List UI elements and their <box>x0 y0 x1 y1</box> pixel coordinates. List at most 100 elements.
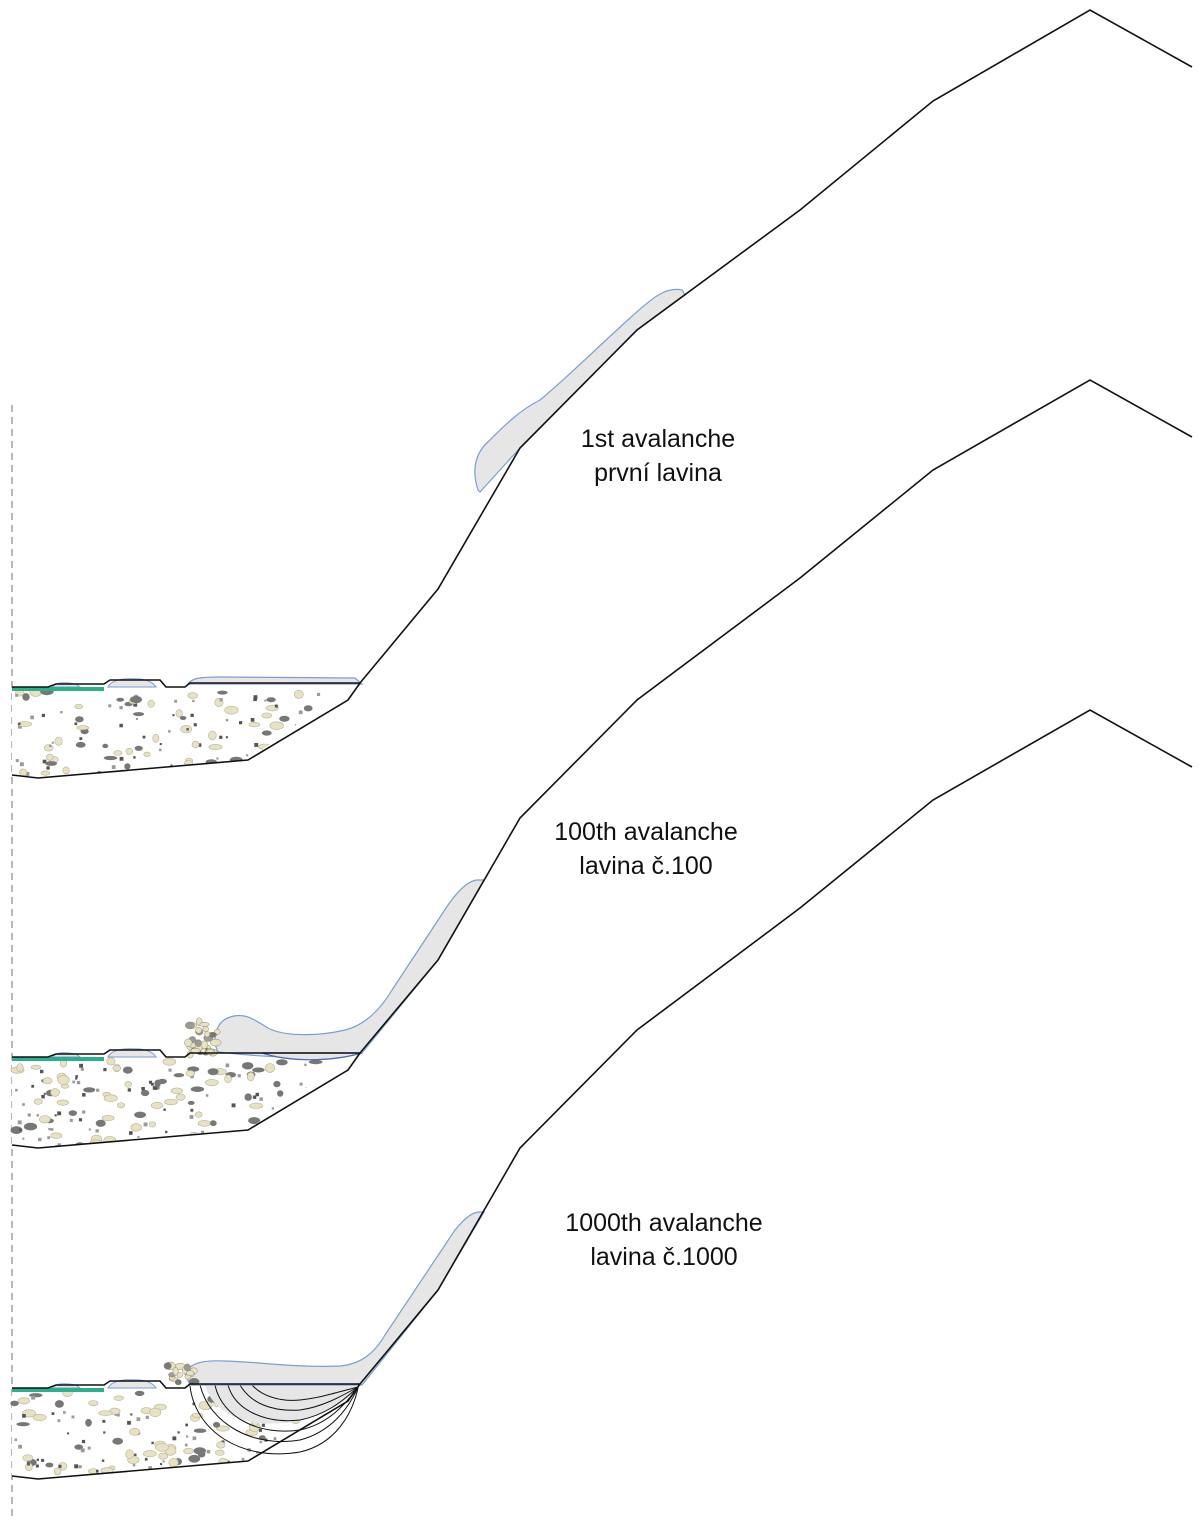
pebble <box>284 751 288 754</box>
pebble <box>165 1130 168 1134</box>
stage-1000th-avalanche <box>10 709 1193 1480</box>
pebble <box>317 744 322 748</box>
pebble <box>43 1092 46 1095</box>
pebble <box>320 779 323 782</box>
pebble <box>266 697 276 703</box>
pebble <box>130 1123 142 1132</box>
pebble <box>187 1100 195 1105</box>
basin-outline <box>11 682 361 779</box>
pebble <box>260 1143 273 1148</box>
pebble <box>69 1118 73 1122</box>
pebble <box>207 1068 219 1076</box>
pebble <box>102 743 109 749</box>
sediment-basin <box>12 687 360 782</box>
pebble <box>78 1118 82 1122</box>
pebble <box>317 692 321 696</box>
pebble <box>96 1088 100 1092</box>
pebble <box>224 705 239 715</box>
pebble <box>346 1468 348 1473</box>
pebble <box>317 1119 321 1123</box>
pebble <box>15 1088 18 1092</box>
pebble <box>309 737 313 741</box>
pebble <box>321 1427 336 1434</box>
pebble <box>130 1413 133 1416</box>
boulder <box>184 1038 193 1047</box>
pebble <box>225 1063 230 1068</box>
pebble <box>127 1420 131 1425</box>
pebble <box>156 1471 159 1474</box>
pebble <box>305 1149 309 1153</box>
pebble <box>139 1471 151 1477</box>
pebble <box>112 1064 122 1072</box>
pebble <box>294 744 297 747</box>
pebble <box>350 718 352 720</box>
pebble <box>74 704 84 710</box>
pebble <box>351 779 353 781</box>
pebble <box>286 1456 300 1462</box>
pebble <box>185 1070 196 1077</box>
pebble <box>342 771 347 775</box>
pebble <box>130 695 142 704</box>
pebble <box>137 1135 140 1138</box>
pebble <box>17 1120 22 1125</box>
pebble <box>208 770 212 775</box>
pebble <box>14 1438 17 1441</box>
pebble <box>41 713 45 718</box>
pebble <box>162 1058 177 1066</box>
pebble <box>144 1457 148 1461</box>
sediment-basin <box>10 1057 360 1153</box>
pebble <box>159 743 162 746</box>
pebble <box>248 721 261 728</box>
pebble <box>150 1102 164 1109</box>
pebble <box>124 1081 132 1088</box>
pebble <box>149 1407 162 1417</box>
pebble <box>264 699 267 702</box>
pebble <box>45 761 58 766</box>
pebble <box>81 1439 86 1444</box>
pebble <box>253 697 257 702</box>
pebble <box>113 750 123 756</box>
boulder <box>185 1021 195 1030</box>
pebble <box>184 1443 188 1447</box>
pebble <box>310 766 322 775</box>
pebble <box>134 1453 137 1456</box>
pebble <box>330 765 343 773</box>
pebble <box>68 1110 78 1116</box>
pebble <box>27 1113 31 1117</box>
pebble <box>293 689 304 699</box>
pebble <box>292 1105 295 1108</box>
pebble <box>269 1468 283 1478</box>
pebble <box>43 744 54 752</box>
boulder <box>186 1370 195 1376</box>
pebble <box>114 774 124 778</box>
pebble <box>16 1063 24 1073</box>
pebble <box>273 1080 281 1088</box>
pebble <box>164 1098 178 1106</box>
pebble <box>259 1458 262 1461</box>
pebble <box>101 1459 105 1462</box>
pebble <box>140 1089 150 1097</box>
pebble <box>121 775 125 778</box>
stage-100th-avalanche <box>10 379 1193 1153</box>
pebble <box>17 1397 30 1405</box>
pebble <box>208 730 217 741</box>
pebble <box>254 743 259 747</box>
pebble <box>162 1460 165 1463</box>
layer-arcs <box>189 1384 359 1455</box>
pebble <box>252 1095 257 1099</box>
pebble <box>10 1126 23 1134</box>
pebble <box>334 1437 343 1447</box>
pebble <box>225 719 229 722</box>
pebble <box>74 1464 79 1469</box>
pebble <box>329 1110 343 1120</box>
pebble <box>191 740 200 749</box>
pebble <box>23 1122 38 1131</box>
pebble <box>45 1462 54 1468</box>
pebble <box>134 1111 147 1119</box>
pebble <box>234 1132 238 1136</box>
pebble <box>30 715 34 720</box>
pebble <box>76 725 90 731</box>
pebble <box>302 1109 306 1112</box>
boulder <box>202 1026 209 1032</box>
pebble <box>57 1075 70 1085</box>
